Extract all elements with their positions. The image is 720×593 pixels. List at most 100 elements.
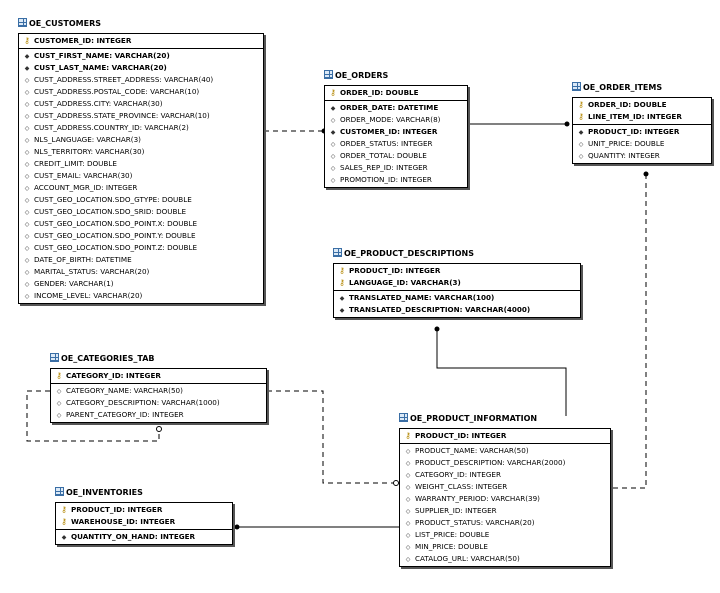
column-row[interactable]: ⚷LANGUAGE_ID: VARCHAR(3) (334, 277, 580, 289)
column-row[interactable]: ◇CUST_GEO_LOCATION.SDO_POINT.X: DOUBLE (19, 218, 263, 230)
column-label: CATEGORY_DESCRIPTION: VARCHAR(1000) (66, 398, 220, 407)
column-row[interactable]: ◇CUST_ADDRESS.COUNTRY_ID: VARCHAR(2) (19, 122, 263, 134)
key-icon: ⚷ (339, 266, 345, 275)
optional-column-icon: ◇ (405, 556, 411, 563)
column-row[interactable]: ◇CUST_GEO_LOCATION.SDO_POINT.Z: DOUBLE (19, 242, 263, 254)
column-row[interactable]: ⚷PRODUCT_ID: INTEGER (334, 265, 580, 277)
column-row[interactable]: ◆CUSTOMER_ID: INTEGER (325, 126, 467, 138)
column-row[interactable]: ◇GENDER: VARCHAR(1) (19, 278, 263, 290)
column-label: CUST_LAST_NAME: VARCHAR(20) (34, 63, 167, 72)
column-row[interactable]: ◇WARRANTY_PERIOD: VARCHAR(39) (400, 493, 610, 505)
column-row[interactable]: ◇CATEGORY_DESCRIPTION: VARCHAR(1000) (51, 397, 266, 409)
optional-column-icon: ◇ (405, 448, 411, 455)
column-row[interactable]: ◇ORDER_STATUS: INTEGER (325, 138, 467, 150)
required-column-icon: ◆ (61, 534, 67, 541)
entity-order_items[interactable]: ⚷ORDER_ID: DOUBLE⚷LINE_ITEM_ID: INTEGER ◆… (572, 97, 712, 164)
entity-categories[interactable]: ⚷CATEGORY_ID: INTEGER ◇CATEGORY_NAME: VAR… (50, 368, 267, 423)
column-row[interactable]: ⚷ORDER_ID: DOUBLE (325, 87, 467, 99)
column-row[interactable]: ◇NLS_TERRITORY: VARCHAR(30) (19, 146, 263, 158)
column-row[interactable]: ◇LIST_PRICE: DOUBLE (400, 529, 610, 541)
rel-orderitems-productinfo-end (643, 171, 649, 177)
column-row[interactable]: ⚷CATEGORY_ID: INTEGER (51, 370, 266, 382)
column-row[interactable]: ◇DATE_OF_BIRTH: DATETIME (19, 254, 263, 266)
column-section: ◆ORDER_DATE: DATETIME◇ORDER_MODE: VARCHA… (325, 101, 467, 187)
optional-column-icon: ◇ (24, 149, 30, 156)
column-row[interactable]: ⚷ORDER_ID: DOUBLE (573, 99, 711, 111)
optional-column-icon: ◇ (330, 141, 336, 148)
column-label: LINE_ITEM_ID: INTEGER (588, 112, 682, 121)
entity-inventories[interactable]: ⚷PRODUCT_ID: INTEGER⚷WAREHOUSE_ID: INTEG… (55, 502, 233, 545)
column-row[interactable]: ◆TRANSLATED_DESCRIPTION: VARCHAR(4000) (334, 304, 580, 316)
column-row[interactable]: ◇PRODUCT_NAME: VARCHAR(50) (400, 445, 610, 457)
optional-column-icon: ◇ (24, 269, 30, 276)
column-row[interactable]: ◇PRODUCT_DESCRIPTION: VARCHAR(2000) (400, 457, 610, 469)
column-row[interactable]: ◇PARENT_CATEGORY_ID: INTEGER (51, 409, 266, 421)
column-label: CUST_ADDRESS.COUNTRY_ID: VARCHAR(2) (34, 123, 189, 132)
column-row[interactable]: ◇SALES_REP_ID: INTEGER (325, 162, 467, 174)
optional-column-icon: ◇ (578, 153, 584, 160)
key-icon: ⚷ (24, 36, 30, 45)
column-row[interactable]: ⚷WAREHOUSE_ID: INTEGER (56, 516, 232, 528)
column-label: CUST_FIRST_NAME: VARCHAR(20) (34, 51, 170, 60)
entity-customers[interactable]: ⚷CUSTOMER_ID: INTEGER◆CUST_FIRST_NAME: V… (18, 33, 264, 304)
column-row[interactable]: ◇WEIGHT_CLASS: INTEGER (400, 481, 610, 493)
column-row[interactable]: ◇CUST_GEO_LOCATION.SDO_SRID: DOUBLE (19, 206, 263, 218)
column-row[interactable]: ◇PRODUCT_STATUS: VARCHAR(20) (400, 517, 610, 529)
column-row[interactable]: ◇INCOME_LEVEL: VARCHAR(20) (19, 290, 263, 302)
column-section: ◆TRANSLATED_NAME: VARCHAR(100)◆TRANSLATE… (334, 291, 580, 317)
column-row[interactable]: ◇MARITAL_STATUS: VARCHAR(20) (19, 266, 263, 278)
column-row[interactable]: ◇ORDER_MODE: VARCHAR(8) (325, 114, 467, 126)
column-row[interactable]: ◇CUST_GEO_LOCATION.SDO_GTYPE: DOUBLE (19, 194, 263, 206)
entity-product_descriptions[interactable]: ⚷PRODUCT_ID: INTEGER⚷LANGUAGE_ID: VARCHA… (333, 263, 581, 318)
column-row[interactable]: ◇ACCOUNT_MGR_ID: INTEGER (19, 182, 263, 194)
column-row[interactable]: ⚷CUSTOMER_ID: INTEGER (19, 35, 263, 47)
column-row[interactable]: ◇CREDIT_LIMIT: DOUBLE (19, 158, 263, 170)
primary-key-section: ⚷PRODUCT_ID: INTEGER⚷WAREHOUSE_ID: INTEG… (56, 503, 232, 530)
optional-column-icon: ◇ (24, 197, 30, 204)
table-title-order_items: OE_ORDER_ITEMS (572, 82, 662, 94)
column-row[interactable]: ◇CUST_EMAIL: VARCHAR(30) (19, 170, 263, 182)
column-row[interactable]: ◆PRODUCT_ID: INTEGER (573, 126, 711, 138)
column-row[interactable]: ◇CUST_ADDRESS.STREET_ADDRESS: VARCHAR(40… (19, 74, 263, 86)
column-row[interactable]: ◇PROMOTION_ID: INTEGER (325, 174, 467, 186)
column-label: WAREHOUSE_ID: INTEGER (71, 517, 176, 526)
optional-column-icon: ◇ (24, 137, 30, 144)
column-row[interactable]: ◇CATEGORY_ID: INTEGER (400, 469, 610, 481)
column-row[interactable]: ◇SUPPLIER_ID: INTEGER (400, 505, 610, 517)
entity-orders[interactable]: ⚷ORDER_ID: DOUBLE◆ORDER_DATE: DATETIME◇O… (324, 85, 468, 188)
key-icon: ⚷ (330, 88, 336, 97)
column-label: LANGUAGE_ID: VARCHAR(3) (349, 278, 461, 287)
column-row[interactable]: ◇CUST_GEO_LOCATION.SDO_POINT.Y: DOUBLE (19, 230, 263, 242)
primary-key-section: ⚷CATEGORY_ID: INTEGER (51, 369, 266, 384)
column-row[interactable]: ◇UNIT_PRICE: DOUBLE (573, 138, 711, 150)
column-row[interactable]: ◇ORDER_TOTAL: DOUBLE (325, 150, 467, 162)
column-row[interactable]: ◆ CUST_LAST_NAME: VARCHAR(20) (19, 62, 263, 74)
column-label: NLS_LANGUAGE: VARCHAR(3) (34, 135, 141, 144)
entity-product_information[interactable]: ⚷PRODUCT_ID: INTEGER ◇PRODUCT_NAME: VARCH… (399, 428, 611, 567)
optional-column-icon: ◇ (330, 177, 336, 184)
column-row[interactable]: ⚷PRODUCT_ID: INTEGER (400, 430, 610, 442)
column-row[interactable]: ⚷PRODUCT_ID: INTEGER (56, 504, 232, 516)
primary-key-section: ⚷ORDER_ID: DOUBLE (325, 86, 467, 101)
column-row[interactable]: ◆ORDER_DATE: DATETIME (325, 102, 467, 114)
column-label: CREDIT_LIMIT: DOUBLE (34, 159, 117, 168)
column-row[interactable]: ⚷LINE_ITEM_ID: INTEGER (573, 111, 711, 123)
column-row[interactable]: ◇CATALOG_URL: VARCHAR(50) (400, 553, 610, 565)
required-column-icon: ◆ (24, 65, 30, 72)
required-column-icon: ◆ (330, 129, 336, 136)
column-row[interactable]: ◇QUANTITY: INTEGER (573, 150, 711, 162)
column-row[interactable]: ◇CUST_ADDRESS.STATE_PROVINCE: VARCHAR(10… (19, 110, 263, 122)
column-row[interactable]: ◇ NLS_LANGUAGE: VARCHAR(3) (19, 134, 263, 146)
optional-column-icon: ◇ (24, 221, 30, 228)
column-label: TRANSLATED_DESCRIPTION: VARCHAR(4000) (349, 305, 531, 314)
column-row[interactable]: ◇CUST_ADDRESS.POSTAL_CODE: VARCHAR(10) (19, 86, 263, 98)
column-row[interactable]: ◇CATEGORY_NAME: VARCHAR(50) (51, 385, 266, 397)
column-row[interactable]: ◇MIN_PRICE: DOUBLE (400, 541, 610, 553)
column-row[interactable]: ◇CUST_ADDRESS.CITY: VARCHAR(30) (19, 98, 263, 110)
column-label: CUST_ADDRESS.STATE_PROVINCE: VARCHAR(10) (34, 111, 210, 120)
column-label: CUST_EMAIL: VARCHAR(30) (34, 171, 133, 180)
column-row[interactable]: ◆CUST_FIRST_NAME: VARCHAR(20) (19, 50, 263, 62)
column-row[interactable]: ◆TRANSLATED_NAME: VARCHAR(100) (334, 292, 580, 304)
column-row[interactable]: ◆QUANTITY_ON_HAND: INTEGER (56, 531, 232, 543)
column-label: CUST_ADDRESS.STREET_ADDRESS: VARCHAR(40) (34, 75, 214, 84)
